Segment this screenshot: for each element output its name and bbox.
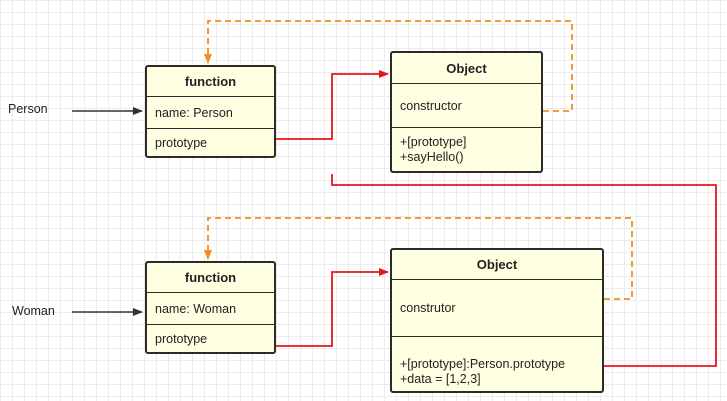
person-object-box[interactable]: Object constructor +[prototype] +sayHell…: [390, 51, 543, 173]
object-method-item: +data = [1,2,3]: [400, 372, 481, 386]
function-name-row: name: Person: [147, 97, 274, 129]
object-constructor-row: constructor: [392, 84, 541, 128]
object-prototype-chain-link: [331, 174, 717, 367]
object-method-item: +sayHello(): [400, 150, 464, 164]
woman-function-box[interactable]: function name: Woman prototype: [145, 261, 276, 354]
object-methods-list: +[prototype] +sayHello(): [392, 128, 541, 165]
woman-object-box[interactable]: Object construtor +[prototype]:Person.pr…: [390, 248, 604, 393]
person-prototype-link: [276, 70, 389, 140]
function-name-row: name: Woman: [147, 293, 274, 325]
function-prototype-row: prototype: [155, 135, 208, 150]
function-prototype-row: prototype: [155, 331, 208, 346]
person-function-box[interactable]: function name: Person prototype: [145, 65, 276, 158]
object-box-header: Object: [392, 53, 541, 84]
function-box-header: function: [147, 67, 274, 97]
object-constructor-row: construtor: [392, 280, 602, 337]
object-method-item: +[prototype]:Person.prototype: [400, 357, 566, 371]
object-method-item: +[prototype]: [400, 135, 467, 149]
woman-label: Woman: [12, 304, 55, 318]
person-label: Person: [8, 102, 48, 116]
object-methods-list: +[prototype]:Person.prototype +data = [1…: [392, 337, 602, 387]
object-box-header: Object: [392, 250, 602, 280]
function-box-header: function: [147, 263, 274, 293]
woman-prototype-link: [276, 268, 389, 347]
